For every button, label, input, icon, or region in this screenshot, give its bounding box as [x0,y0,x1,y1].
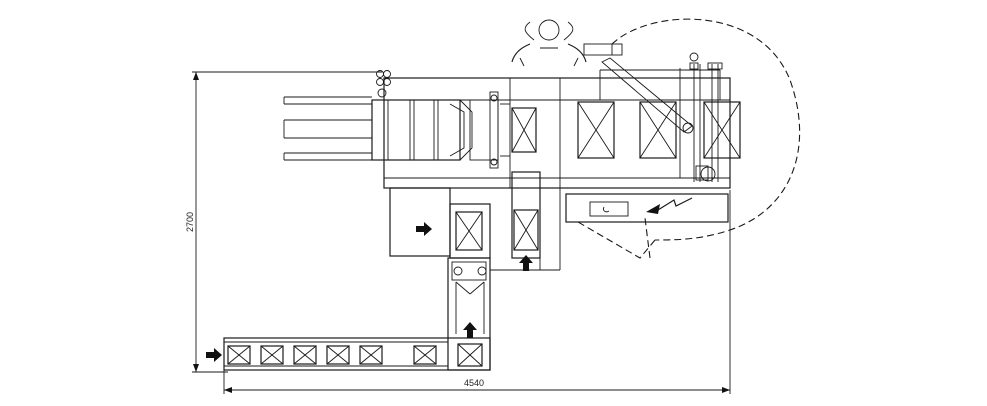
main-frame [383,69,731,189]
infeed-boxes [227,343,483,367]
swing-radius [577,18,801,259]
main-conveyor-boxes [511,101,741,159]
frame-rollers [376,70,391,98]
control-panel [565,193,729,223]
fork-tines [283,96,372,161]
width-dimension-label: 4540 [464,378,484,388]
infeed-conveyor [223,337,491,371]
width-dimension: 4540 [223,190,731,394]
flow-arrows [206,222,533,362]
operator-icon [511,19,587,67]
rotating-arm [583,43,723,182]
height-dimension: 2700 [185,71,382,373]
infeed-arrow [206,348,222,362]
lift-arrow-lower [463,322,477,338]
lift-section [447,257,491,371]
vertical-feed-conveyor [449,171,561,271]
lightning-arrow-icon [646,197,693,214]
height-dimension-label: 2700 [185,212,195,232]
side-feed-arrow [416,222,432,236]
lift-arrow-upper [519,255,533,271]
gripper-head [371,91,510,169]
